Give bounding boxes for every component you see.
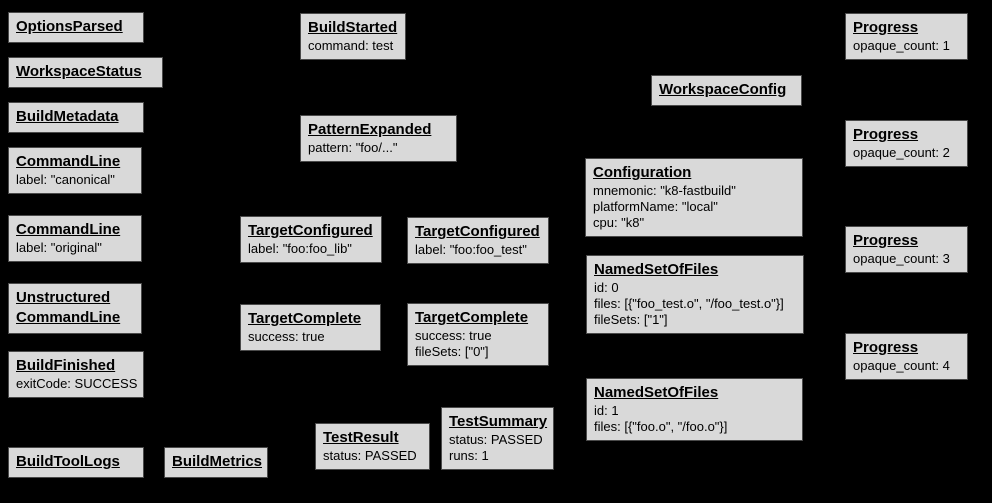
node-build-metadata: BuildMetadata [8, 102, 144, 133]
node-build-finished: BuildFinished exitCode: SUCCESS [8, 351, 144, 398]
node-pattern-expanded: PatternExpanded pattern: "foo/..." [300, 115, 457, 162]
node-title: TestResult [323, 429, 399, 446]
node-title: Progress [853, 232, 919, 249]
node-detail: label: "original" [16, 240, 102, 255]
node-detail: command: test [308, 38, 394, 53]
node-options-parsed: OptionsParsed [8, 12, 144, 43]
node-detail: opaque_count: 3 [853, 251, 950, 266]
node-title: WorkspaceStatus [16, 63, 142, 80]
node-detail: label: "foo:foo_lib" [248, 241, 352, 256]
node-build-started: BuildStarted command: test [300, 13, 406, 60]
node-title: Progress [853, 339, 919, 356]
node-title: CommandLine [16, 153, 121, 170]
node-title: Progress [853, 126, 919, 143]
node-test-result: TestResult status: PASSED [315, 423, 430, 470]
node-detail: status: PASSED [449, 432, 543, 447]
node-target-complete-foo-lib: TargetComplete success: true [240, 304, 381, 351]
node-title: Progress [853, 19, 919, 36]
node-detail: label: "foo:foo_test" [415, 242, 527, 257]
node-title: BuildToolLogs [16, 453, 120, 470]
node-unstructured-command-line: Unstructured CommandLine [8, 283, 142, 334]
node-title: WorkspaceConfig [659, 81, 787, 98]
node-detail: id: 1 [594, 403, 619, 418]
node-title: TestSummary [449, 413, 548, 430]
node-build-metrics: BuildMetrics [164, 447, 268, 478]
node-title: BuildStarted [308, 19, 398, 36]
node-detail: cpu: "k8" [593, 215, 645, 230]
node-progress-1: Progress opaque_count: 1 [845, 13, 968, 60]
node-detail: success: true [415, 328, 492, 343]
node-progress-3: Progress opaque_count: 3 [845, 226, 968, 273]
node-progress-4: Progress opaque_count: 4 [845, 333, 968, 380]
node-detail: files: [{"foo.o", "/foo.o"}] [594, 419, 728, 434]
node-detail: fileSets: ["0"] [415, 344, 489, 359]
node-target-configured-foo-lib: TargetConfigured label: "foo:foo_lib" [240, 216, 382, 263]
node-workspace-status: WorkspaceStatus [8, 57, 163, 88]
node-detail: pattern: "foo/..." [308, 140, 398, 155]
node-title: NamedSetOfFiles [594, 384, 719, 401]
node-detail: opaque_count: 1 [853, 38, 950, 53]
node-build-tool-logs: BuildToolLogs [8, 447, 144, 478]
node-detail: opaque_count: 2 [853, 145, 950, 160]
node-detail: opaque_count: 4 [853, 358, 950, 373]
node-title: TargetConfigured [248, 222, 373, 239]
node-detail: runs: 1 [449, 448, 489, 463]
node-title: BuildMetrics [172, 453, 263, 470]
node-title: TargetConfigured [415, 223, 540, 240]
node-title: PatternExpanded [308, 121, 432, 138]
node-progress-2: Progress opaque_count: 2 [845, 120, 968, 167]
node-configuration: Configuration mnemonic: "k8-fastbuild"pla… [585, 158, 803, 237]
node-title: BuildMetadata [16, 108, 119, 125]
node-title: OptionsParsed [16, 18, 123, 35]
node-detail: exitCode: SUCCESS [16, 376, 138, 391]
node-title: Configuration [593, 164, 692, 181]
node-title: NamedSetOfFiles [594, 261, 719, 278]
node-detail: success: true [248, 329, 325, 344]
node-title: TargetComplete [248, 310, 362, 327]
node-title: BuildFinished [16, 357, 116, 374]
node-title: TargetComplete [415, 309, 529, 326]
node-command-line-canonical: CommandLine label: "canonical" [8, 147, 142, 194]
node-title: Unstructured CommandLine [16, 289, 121, 326]
node-title: CommandLine [16, 221, 121, 238]
node-detail: fileSets: ["1"] [594, 312, 668, 327]
node-detail: id: 0 [594, 280, 619, 295]
node-detail: platformName: "local" [593, 199, 718, 214]
node-target-configured-foo-test: TargetConfigured label: "foo:foo_test" [407, 217, 549, 264]
node-detail: label: "canonical" [16, 172, 115, 187]
node-workspace-config: WorkspaceConfig [651, 75, 802, 106]
node-detail: mnemonic: "k8-fastbuild" [593, 183, 736, 198]
node-detail: files: [{"foo_test.o", "/foo_test.o"}] [594, 296, 784, 311]
node-command-line-original: CommandLine label: "original" [8, 215, 142, 262]
node-detail: status: PASSED [323, 448, 417, 463]
